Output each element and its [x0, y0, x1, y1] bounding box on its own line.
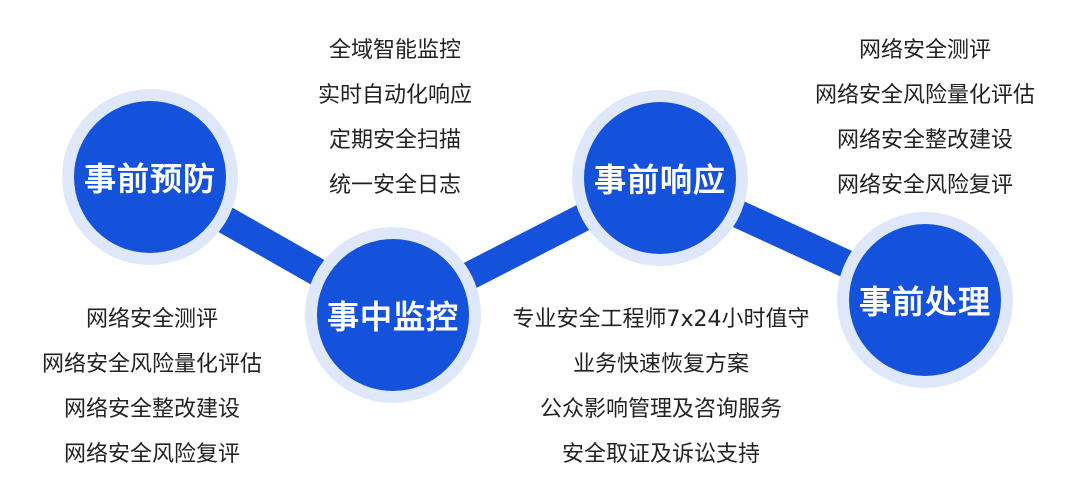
list-item: 网络安全风险量化评估: [814, 83, 1035, 108]
list-item: 网络安全风险复评: [836, 173, 1013, 198]
list-bottom-middle: 专业安全工程师7x24小时值守 业务快速恢复方案 公众影响管理及咨询服务 安全取…: [481, 297, 841, 477]
node-label: 事中监控: [317, 239, 469, 391]
list-item: 网络安全整改建设: [836, 128, 1013, 153]
list-item: 专业安全工程师7x24小时值守: [512, 307, 810, 332]
list-bottom-left: 网络安全测评 网络安全风险量化评估 网络安全整改建设 网络安全风险复评: [0, 297, 332, 477]
node-monitoring: 事中监控: [305, 227, 481, 403]
list-item: 实时自动化响应: [317, 83, 472, 108]
list-item: 定期安全扫描: [328, 128, 461, 153]
node-handling: 事前处理: [837, 212, 1013, 388]
list-item: 公众影响管理及咨询服务: [539, 397, 782, 422]
node-label: 事前响应: [584, 102, 736, 254]
list-item: 安全取证及诉讼支持: [561, 442, 760, 467]
list-item: 网络安全测评: [858, 38, 991, 63]
list-top-right: 网络安全测评 网络安全风险量化评估 网络安全整改建设 网络安全风险复评: [745, 28, 1080, 208]
list-item: 全域智能监控: [328, 38, 461, 63]
list-top-middle: 全域智能监控 实时自动化响应 定期安全扫描 统一安全日志: [215, 28, 575, 208]
list-item: 网络安全风险量化评估: [41, 352, 262, 377]
node-label: 事前预防: [74, 101, 226, 253]
list-item: 网络安全测评: [85, 307, 218, 332]
list-item: 网络安全风险复评: [63, 442, 240, 467]
list-item: 网络安全整改建设: [63, 397, 240, 422]
node-prevention: 事前预防: [62, 89, 238, 265]
node-response: 事前响应: [572, 90, 748, 266]
list-item: 统一安全日志: [328, 173, 461, 198]
list-item: 业务快速恢复方案: [572, 352, 749, 377]
node-label: 事前处理: [849, 224, 1001, 376]
